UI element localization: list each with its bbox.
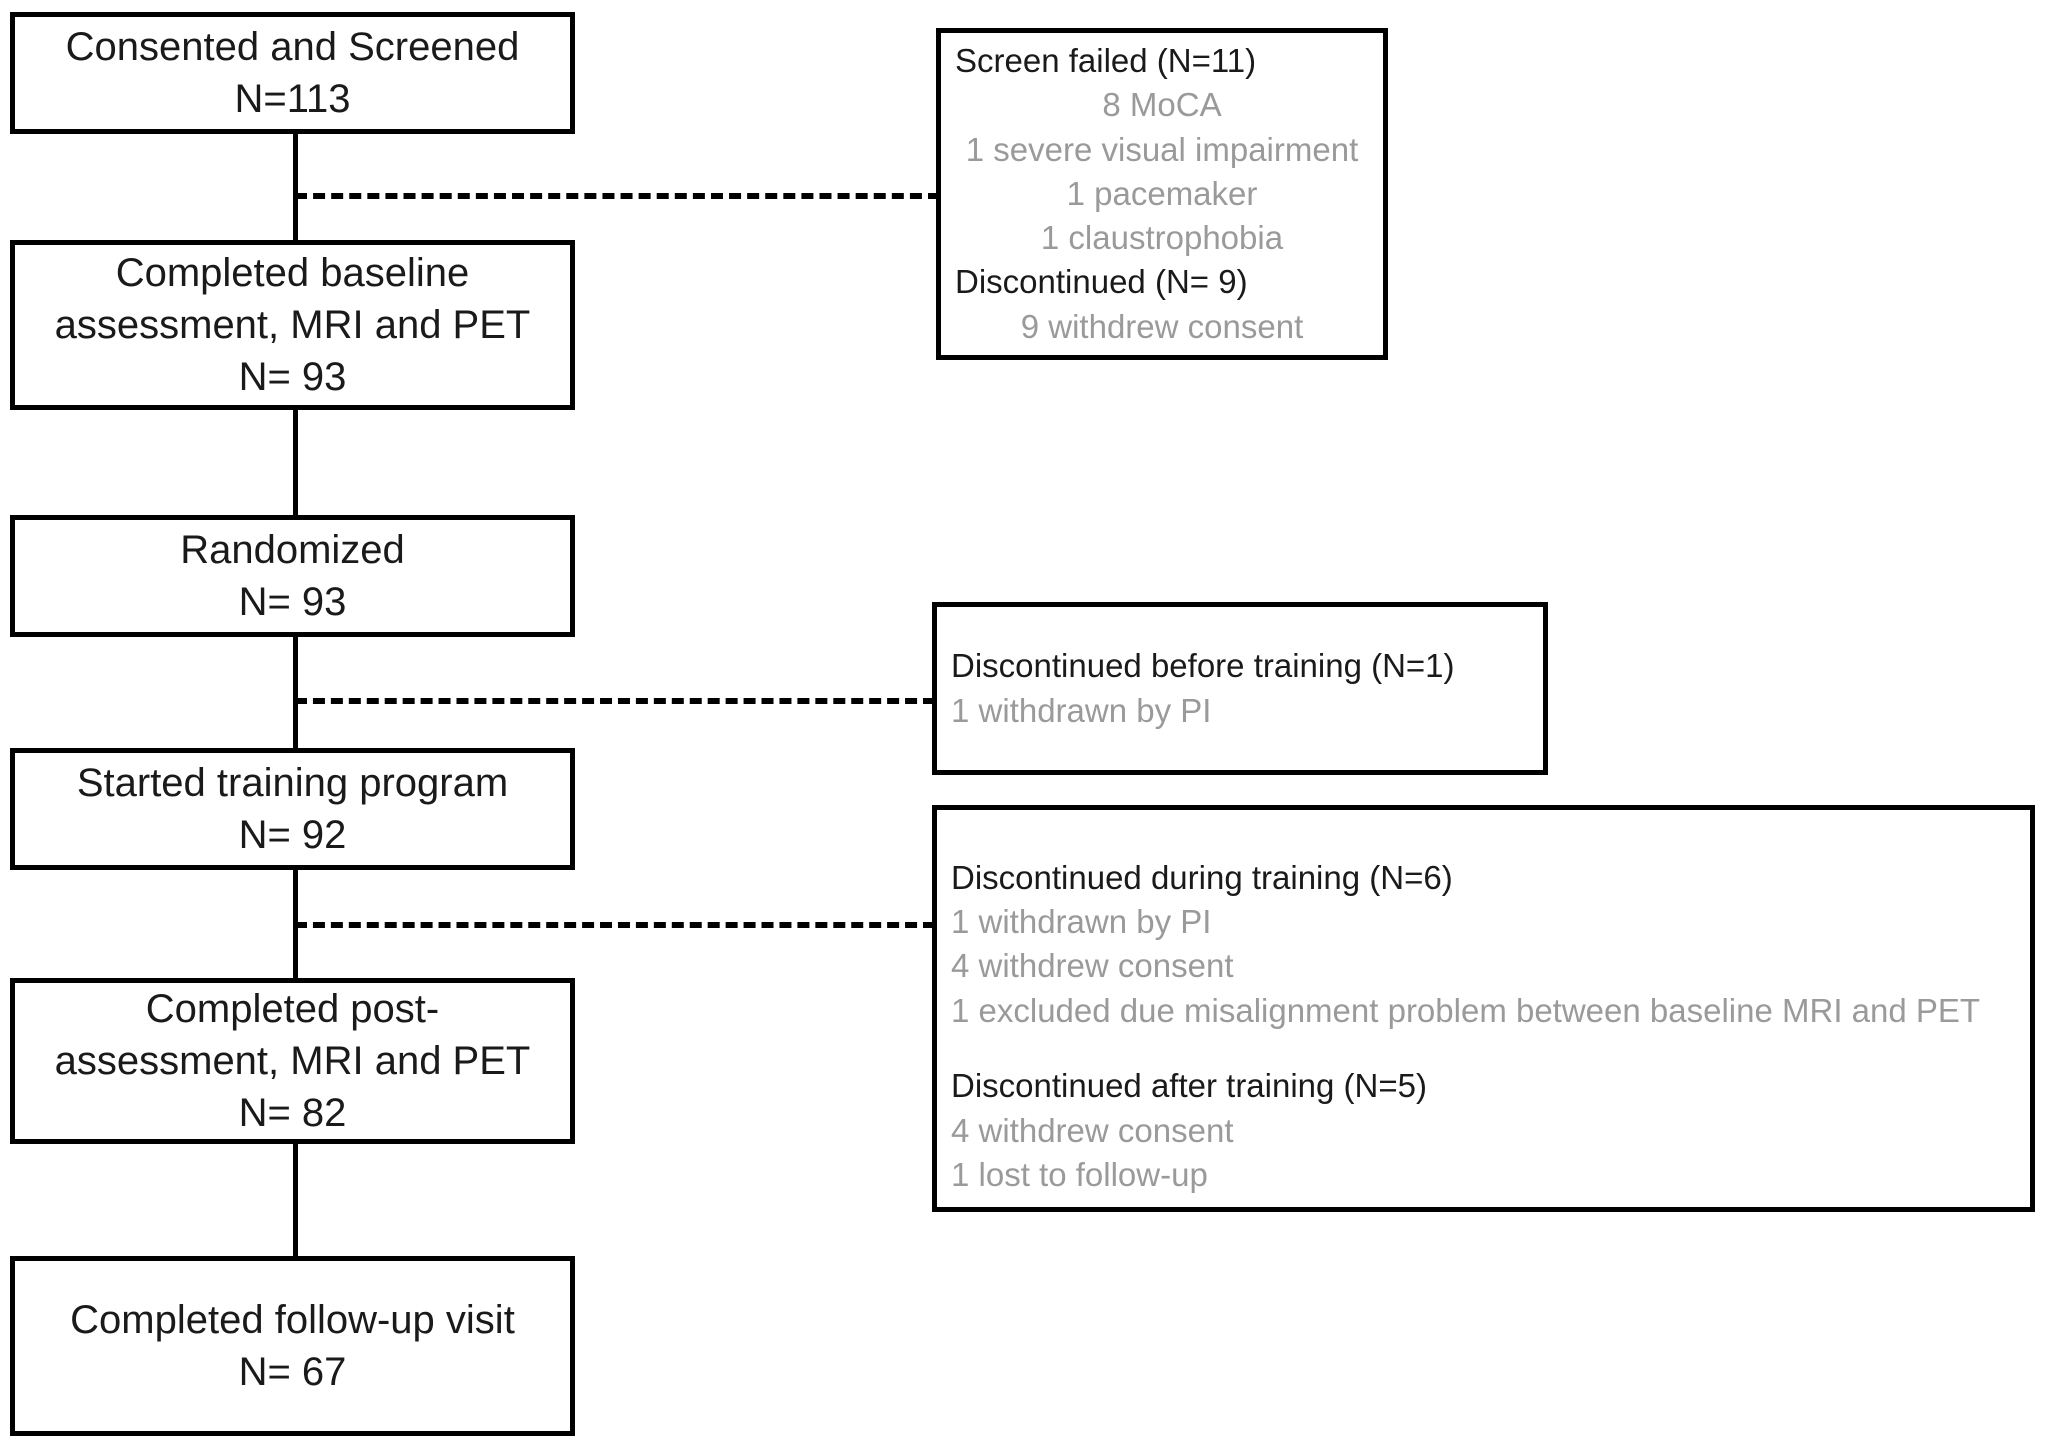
node-line: N= 93 [238, 355, 347, 399]
exclusion-item: 1 severe visual impairment [965, 130, 1359, 168]
connector-consented-to-baseline [293, 133, 298, 243]
exclusion-item: 9 withdrew consent [1020, 307, 1304, 345]
node-line: assessment, MRI and PET [54, 303, 531, 347]
node-line: Consented and Screened [65, 25, 520, 69]
exclusion-item: 1 lost to follow-up [951, 1155, 1208, 1193]
node-line: Completed baseline [115, 251, 470, 295]
flow-node-consented-screened[interactable]: Consented and Screened N=113 [10, 12, 575, 134]
exclusion-item: 8 MoCA [1102, 86, 1222, 124]
flow-node-randomized[interactable]: Randomized N= 93 [10, 515, 575, 637]
flow-node-completed-followup[interactable]: Completed follow-up visit N= 67 [10, 1256, 575, 1436]
flow-node-completed-post-assessment[interactable]: Completed post- assessment, MRI and PET … [10, 978, 575, 1144]
exclusion-item: 4 withdrew consent [951, 1111, 1234, 1149]
node-line: assessment, MRI and PET [54, 1039, 531, 1083]
group-spacer [951, 1033, 2016, 1064]
exclusion-box-screen-failed[interactable]: Screen failed (N=11) 8 MoCA 1 severe vis… [936, 28, 1388, 360]
exclusion-header: Discontinued during training (N=6) [951, 859, 1453, 896]
node-line: N= 93 [238, 580, 347, 624]
exclusion-item: 1 withdrawn by PI [951, 903, 1212, 941]
flow-node-started-training[interactable]: Started training program N= 92 [10, 748, 575, 870]
exclusion-item: 4 withdrew consent [951, 947, 1234, 985]
exclusion-item: 1 claustrophobia [1040, 219, 1284, 257]
node-line: N= 92 [238, 813, 347, 857]
connector-baseline-to-randomized [293, 408, 298, 518]
node-line: N= 82 [238, 1091, 347, 1135]
exclusion-item: 1 pacemaker [1066, 174, 1258, 212]
node-line: N=113 [234, 77, 351, 121]
exclusion-item: 1 excluded due misalignment problem betw… [951, 991, 1981, 1029]
node-line: N= 67 [238, 1350, 347, 1394]
node-line: Completed follow-up visit [70, 1298, 515, 1342]
exclusion-header: Discontinued after training (N=5) [951, 1067, 1427, 1105]
exclusion-box-during-after-training[interactable]: Discontinued during training (N=6) 1 wit… [932, 805, 2035, 1212]
exclusion-header: Discontinued (N= 9) [955, 263, 1248, 301]
exclusion-header: Screen failed (N=11) [955, 42, 1257, 80]
dashed-connector-during-training [295, 922, 935, 928]
exclusion-box-before-training[interactable]: Discontinued before training (N=1) 1 wit… [932, 602, 1548, 775]
connector-postassessment-to-followup [293, 1141, 298, 1258]
node-line: Started training program [76, 761, 509, 805]
dashed-connector-screen-failed [295, 193, 940, 199]
dashed-connector-before-training [295, 698, 935, 704]
connector-randomized-to-training [293, 636, 298, 751]
node-line: Randomized [180, 528, 405, 572]
node-line: Completed post- [145, 987, 440, 1031]
exclusion-item: 1 withdrawn by PI [951, 691, 1212, 729]
exclusion-header: Discontinued before training (N=1) [951, 647, 1455, 685]
flow-node-completed-baseline[interactable]: Completed baseline assessment, MRI and P… [10, 240, 575, 410]
